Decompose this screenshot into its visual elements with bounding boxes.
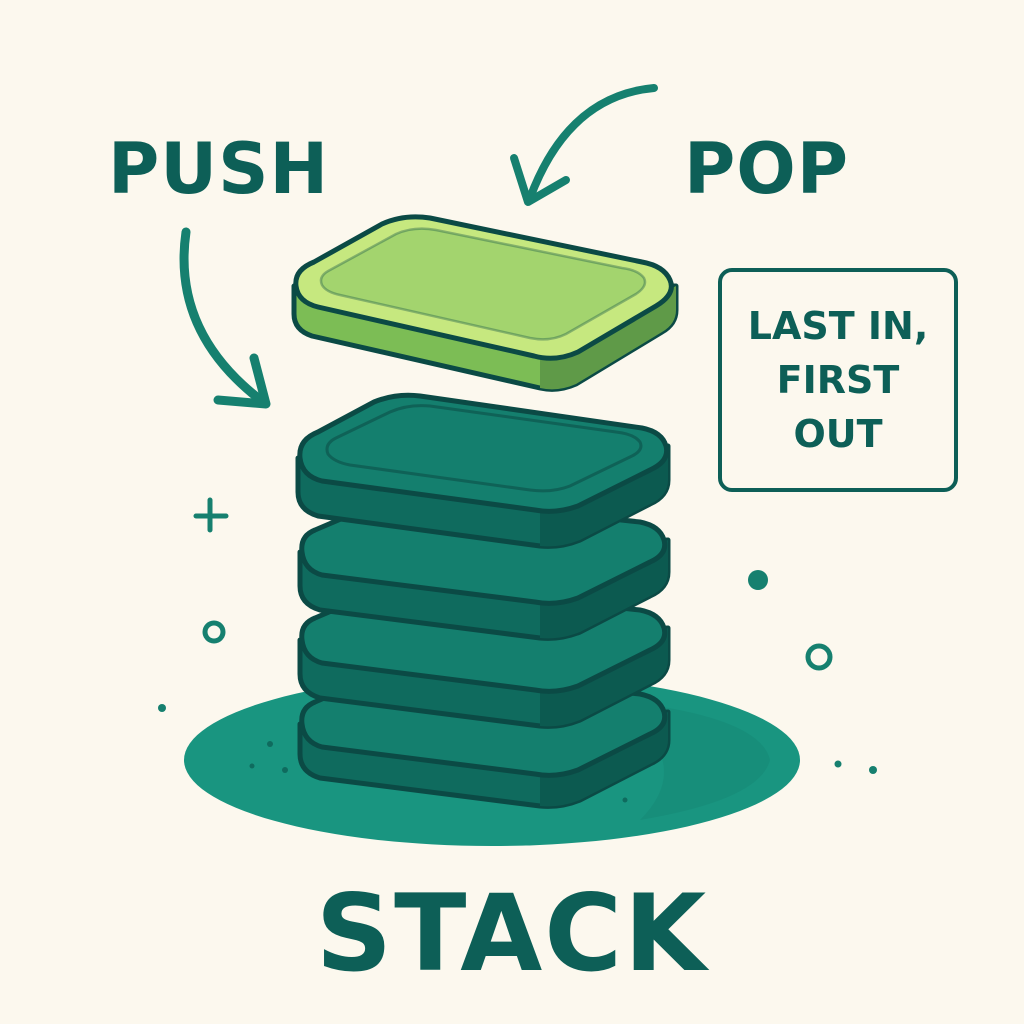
ground-speck bbox=[267, 741, 273, 747]
plus-sparkle-icon bbox=[193, 497, 229, 533]
ground-speck bbox=[622, 797, 628, 803]
dot-sparkle-icon bbox=[805, 643, 833, 671]
pop-arrow-icon bbox=[510, 84, 658, 206]
dot-sparkle-icon bbox=[202, 620, 226, 644]
dot-sparkle-icon bbox=[748, 570, 768, 590]
push-label: PUSH bbox=[108, 128, 330, 210]
ground-speck bbox=[282, 767, 288, 773]
dot-sparkle-icon bbox=[834, 760, 842, 768]
pop-label: POP bbox=[684, 128, 850, 210]
stack-plate-top bbox=[295, 392, 671, 549]
lifo-note-box: LAST IN, FIRST OUT bbox=[718, 268, 958, 492]
dot-sparkle-icon bbox=[869, 766, 877, 774]
ground-speck bbox=[249, 763, 255, 769]
push-arrow-icon bbox=[179, 227, 271, 409]
popped-plate bbox=[291, 214, 679, 392]
dot-sparkle-icon bbox=[158, 704, 166, 712]
lifo-note-line: LAST IN, bbox=[747, 304, 929, 348]
stack-title: STACK bbox=[315, 872, 709, 995]
lifo-note-line: OUT bbox=[793, 412, 883, 456]
lifo-note-line: FIRST bbox=[776, 358, 900, 402]
